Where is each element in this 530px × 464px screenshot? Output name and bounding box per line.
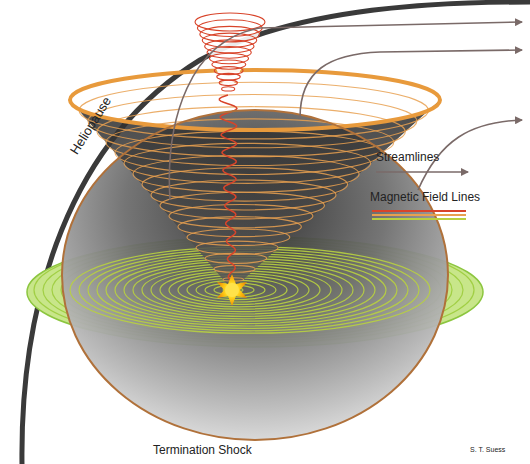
legend-label: Streamlines (376, 150, 439, 164)
legend-field-sample-red (372, 210, 466, 212)
field-ring (197, 20, 262, 37)
legend-label: Magnetic Field Lines (370, 190, 480, 204)
field-ring (133, 264, 353, 317)
field-ring (222, 87, 235, 91)
field-ring (151, 180, 336, 210)
legend-field-sample-orange (372, 214, 466, 216)
field-ring (219, 80, 237, 86)
boundary-label: Termination Shock (150, 443, 255, 457)
field-ring (88, 252, 408, 329)
polar-spiral (219, 95, 237, 290)
termination-shock-outline (62, 110, 448, 440)
field-ring (196, 241, 278, 254)
streamline (300, 50, 522, 118)
field-ring (178, 217, 301, 237)
field-ring (124, 143, 371, 183)
field-ring (115, 131, 382, 174)
field-ring (169, 273, 309, 307)
heliopause-boundary (22, 2, 530, 464)
field-ring (160, 192, 324, 219)
field-ring (212, 60, 246, 69)
field-ring (205, 283, 265, 297)
credit-note: S. T. Suess (470, 446, 505, 453)
legend-field-sample-green (372, 218, 466, 220)
sun-symbol (217, 274, 247, 306)
field-ring (70, 70, 440, 130)
field-ring (142, 168, 348, 201)
field-ring (187, 229, 290, 246)
sun-core (225, 283, 239, 297)
cone-rim (70, 70, 440, 130)
legend-streamline-sample (376, 171, 468, 173)
field-ring (106, 256, 386, 323)
streamline (169, 22, 522, 200)
